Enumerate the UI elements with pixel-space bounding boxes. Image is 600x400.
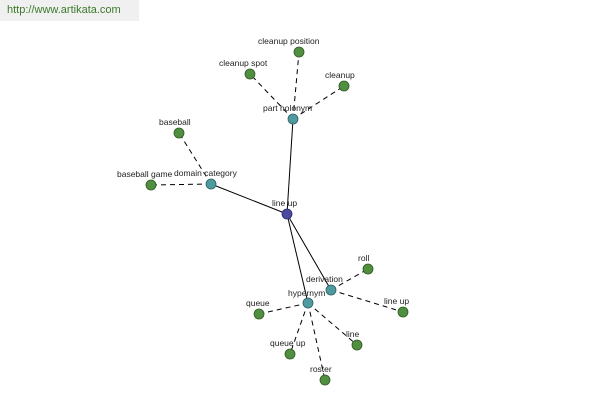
word-label-cleanup-position: cleanup position — [258, 36, 320, 46]
edge-center-derivation — [286, 213, 332, 291]
url-banner: http://www.artikata.com — [0, 0, 139, 21]
center-label: line up — [272, 198, 297, 208]
edge-cleanup — [292, 85, 345, 120]
edge-baseball — [178, 132, 212, 185]
word-node-line[interactable] — [351, 339, 363, 351]
edge-baseball-game — [150, 183, 212, 186]
word-label-cleanup-spot: cleanup spot — [219, 58, 268, 68]
edge-queue-up — [289, 302, 309, 355]
relation-label-domain-category: domain category — [174, 168, 238, 178]
word-node-roll[interactable] — [362, 263, 374, 275]
word-node-cleanup[interactable] — [338, 80, 350, 92]
edge-roster — [307, 302, 326, 381]
edge-roll — [330, 268, 369, 291]
edges — [150, 51, 404, 381]
relation-node-hypernym[interactable] — [302, 297, 314, 309]
nodes: line up part holonym cleanup position cl… — [117, 36, 409, 386]
relation-label-hypernym: hypernym — [288, 288, 325, 298]
edge-center-hypernym — [286, 213, 309, 304]
word-label-line-up-derived: line up — [384, 296, 409, 306]
url-link[interactable]: http://www.artikata.com — [7, 4, 121, 16]
word-node-line-up-derived[interactable] — [397, 306, 409, 318]
word-label-queue: queue — [246, 298, 270, 308]
word-node-queue[interactable] — [253, 308, 265, 320]
edge-cleanup-position — [292, 51, 300, 120]
edge-line — [307, 302, 358, 346]
center-node[interactable] — [281, 208, 293, 220]
word-label-line: line — [346, 329, 360, 339]
word-node-cleanup-spot[interactable] — [244, 68, 256, 80]
word-node-baseball-game[interactable] — [145, 179, 157, 191]
word-label-queue-up: queue up — [270, 338, 306, 348]
edge-line-up-derived — [330, 289, 404, 313]
word-node-cleanup-position[interactable] — [293, 46, 305, 58]
word-label-roster: roster — [310, 364, 332, 374]
word-label-cleanup: cleanup — [325, 70, 355, 80]
word-label-baseball: baseball — [159, 117, 191, 127]
word-node-queue-up[interactable] — [284, 348, 296, 360]
word-label-roll: roll — [358, 253, 369, 263]
edge-center-domain-category — [210, 183, 288, 215]
word-node-roster[interactable] — [319, 374, 331, 386]
edge-cleanup-spot — [249, 73, 294, 120]
relation-node-derivation[interactable] — [325, 284, 337, 296]
relation-node-part-holonym[interactable] — [287, 113, 299, 125]
relation-label-derivation: derivation — [306, 274, 343, 284]
word-label-baseball-game: baseball game — [117, 169, 173, 179]
word-node-baseball[interactable] — [173, 127, 185, 139]
relation-node-domain-category[interactable] — [205, 178, 217, 190]
relation-label-part-holonym: part holonym — [263, 103, 312, 113]
edge-center-part-holonym — [286, 118, 294, 215]
